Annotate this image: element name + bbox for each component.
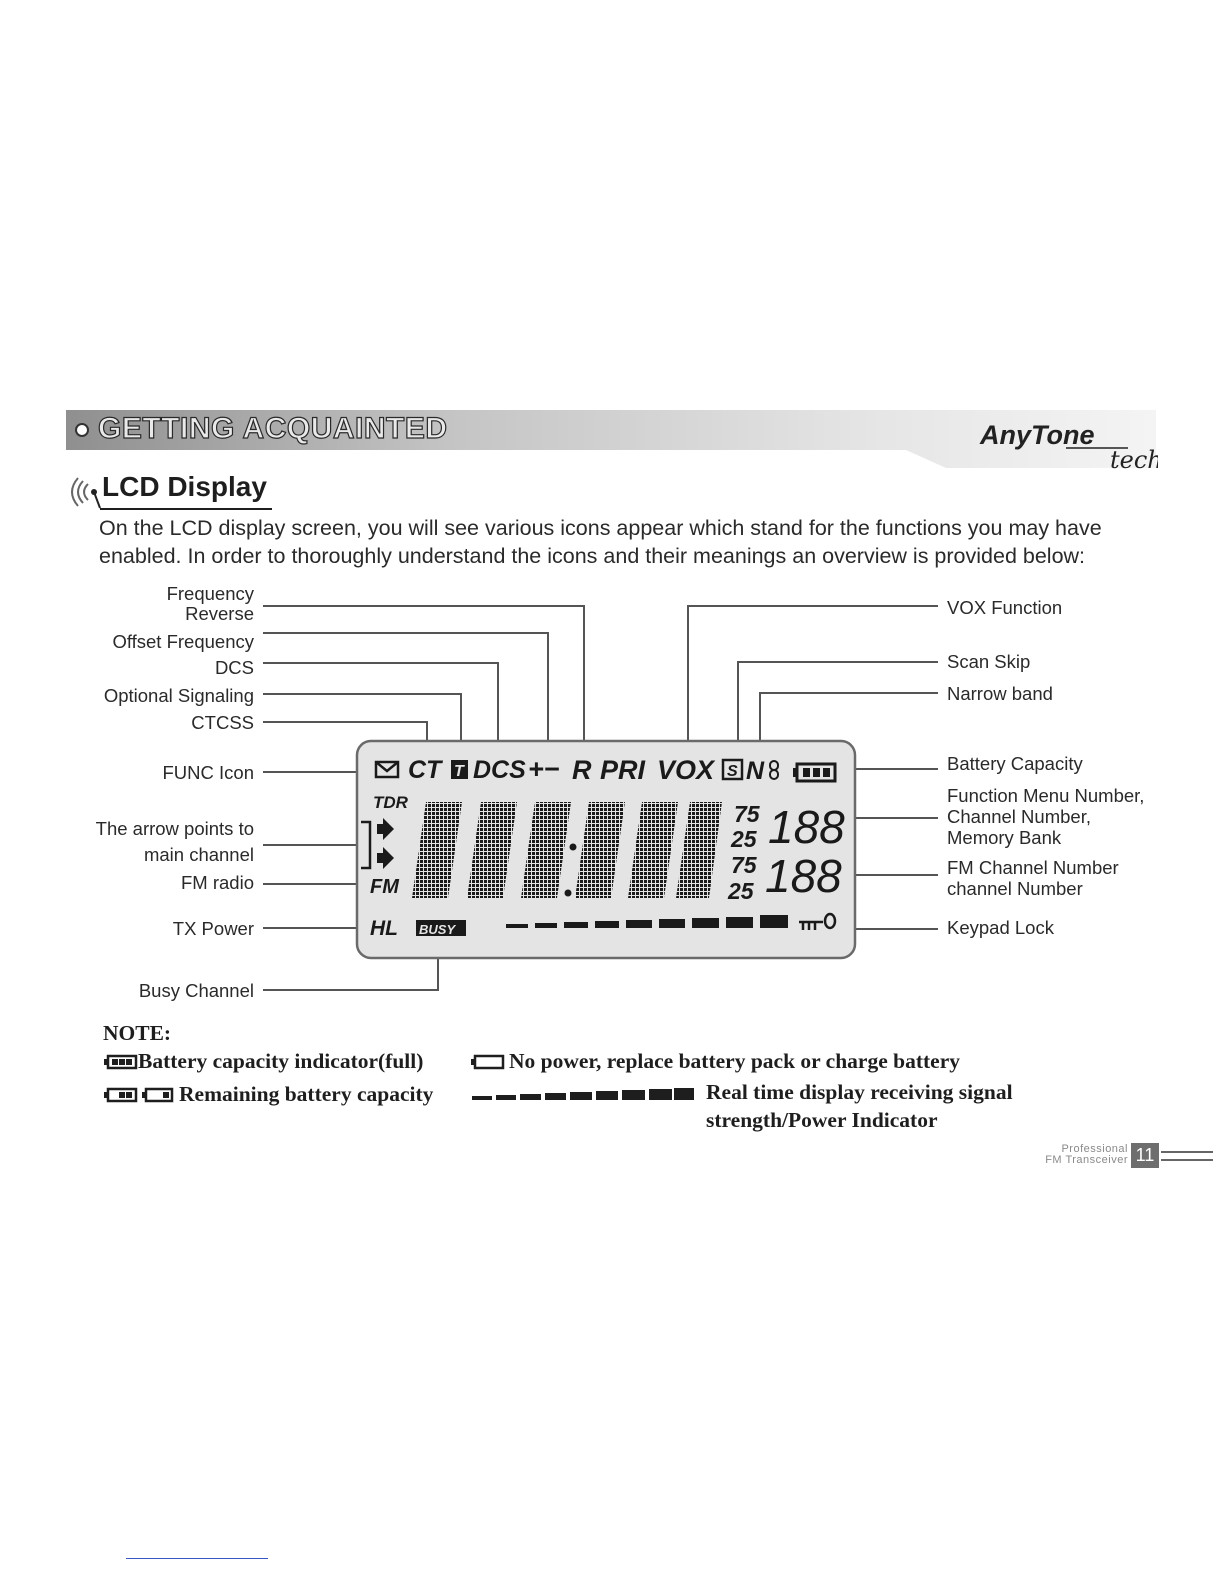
lcd-busy-box <box>416 920 466 936</box>
lcd-signal-bars <box>506 915 788 928</box>
label-func-menu-2: Channel Number, <box>947 806 1091 827</box>
footer-label: Professional FM Transceiver <box>1000 1144 1128 1166</box>
label-func-icon: FUNC Icon <box>162 762 255 783</box>
lcd-key-icon <box>799 912 837 930</box>
header-bar <box>66 410 1156 468</box>
lcd-r: R <box>572 755 592 785</box>
battery-full-icon <box>104 1054 138 1070</box>
label-func-menu-1: Function Menu Number, <box>947 785 1145 806</box>
label-dcs: DCS <box>214 657 254 678</box>
label-keypad-lock: Keypad Lock <box>947 917 1054 938</box>
label-vox-function: VOX Function <box>947 597 1063 618</box>
note-signal-1: Real time display receiving signal <box>706 1080 1013 1104</box>
main-channel-arrows <box>361 818 394 870</box>
lcd-channel-bot: 188 <box>765 850 842 902</box>
link-underline <box>126 1558 268 1559</box>
footer-label-2: FM Transceiver <box>1045 1154 1128 1166</box>
svg-text:tech: tech <box>1110 446 1158 472</box>
leader-lines <box>263 605 938 991</box>
lcd-step-top-25: 25 <box>730 826 758 852</box>
label-fm-radio: FM radio <box>181 872 254 893</box>
footer-rule <box>1161 1151 1213 1161</box>
lcd-t: T <box>454 763 465 780</box>
lcd-tdr: TDR <box>373 793 409 812</box>
section-heading: LCD Display <box>102 471 267 502</box>
lcd-hl: HL <box>370 917 398 940</box>
anytone-logo: AnyTone tech <box>979 420 1158 472</box>
func-envelope-icon <box>374 760 400 779</box>
battery-empty-icon <box>471 1054 505 1070</box>
intro-paragraph: On the LCD display screen, you will see … <box>99 516 1102 568</box>
label-fm-channel-2: channel Number <box>947 878 1083 899</box>
label-arrow-2: main channel <box>143 844 254 865</box>
label-optional-signaling: Optional Signaling <box>103 685 254 706</box>
label-fm-channel-1: FM Channel Number <box>947 857 1119 878</box>
lcd-t-box <box>451 760 468 779</box>
label-arrow-1: The arrow points to <box>95 818 254 839</box>
note-title: NOTE: <box>103 1021 172 1045</box>
lcd-n: N <box>746 757 765 785</box>
decimal-dot-1 <box>569 843 577 851</box>
signal-waves-icon <box>71 477 101 509</box>
label-battery-capacity: Battery Capacity <box>947 753 1083 774</box>
decimal-dot-2 <box>564 889 572 897</box>
label-busy-channel: Busy Channel <box>138 980 254 1001</box>
lcd-s: S <box>727 763 738 780</box>
lcd-vox: VOX <box>657 755 716 785</box>
label-tx-power: TX Power <box>172 918 254 939</box>
section-title: GETTING ACQUAINTED <box>97 411 448 445</box>
battery-remaining-icons <box>104 1087 174 1103</box>
heading-underline <box>100 508 272 510</box>
lcd-pri: PRI <box>600 755 646 785</box>
label-scan-skip: Scan Skip <box>947 651 1031 672</box>
lcd-dcs: DCS <box>473 756 526 784</box>
narrow-link-icon <box>769 760 779 780</box>
label-narrow-band: Narrow band <box>947 683 1053 704</box>
note-no-power: No power, replace battery pack or charge… <box>509 1049 961 1073</box>
lcd-channel-top: 188 <box>768 801 845 853</box>
lcd-step-bot-25: 25 <box>727 878 755 904</box>
page-number: 11 <box>1131 1143 1159 1168</box>
label-ctcss: CTCSS <box>191 712 254 733</box>
note-battery-full: Battery capacity indicator(full) <box>138 1049 424 1073</box>
lcd-step-bot-75: 75 <box>731 852 758 878</box>
lcd-step-top-75: 75 <box>734 801 761 827</box>
frequency-dot-matrix <box>412 802 722 898</box>
lcd-s-box <box>721 758 744 781</box>
note-signal-2: strength/Power Indicator <box>706 1108 938 1132</box>
svg-text:AnyTone: AnyTone <box>979 420 1095 450</box>
note-remaining: Remaining battery capacity <box>179 1082 434 1106</box>
lcd-ct: CT <box>408 756 444 784</box>
lcd-battery-icon <box>793 762 837 783</box>
footer-label-1: Professional <box>1061 1143 1128 1155</box>
label-func-menu-3: Memory Bank <box>947 827 1062 848</box>
lcd-busy: BUSY <box>419 922 456 937</box>
lcd-fm: FM <box>370 876 400 898</box>
label-offset-frequency: Offset Frequency <box>112 631 254 652</box>
lcd-plus-minus: +− <box>528 754 560 784</box>
label-frequency-reverse-2: Reverse <box>185 603 254 624</box>
label-frequency-reverse-1: Frequency <box>166 583 254 604</box>
signal-bars-icon <box>472 1088 694 1100</box>
